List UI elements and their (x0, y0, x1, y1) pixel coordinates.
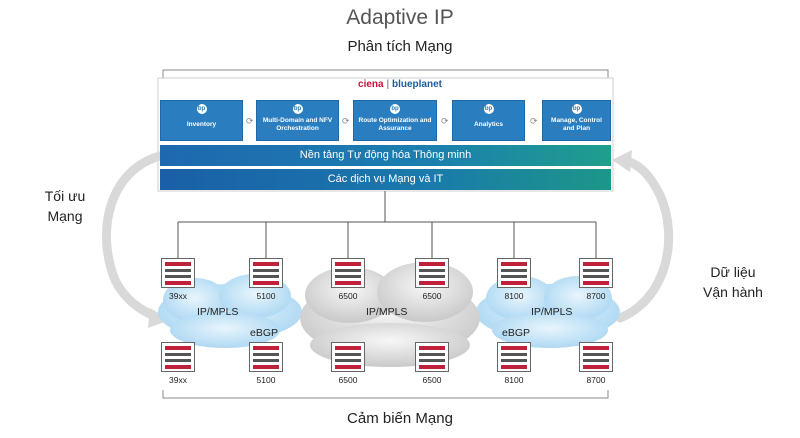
optimize-arrow (101, 151, 170, 328)
ciena-blueplanet-logo: ciena | blueplanet (358, 79, 442, 90)
router-label: 6500 (422, 291, 442, 301)
cloud-left-sublabel: eBGP (250, 327, 279, 339)
router-label: 39xx (169, 375, 187, 385)
cloud-center (300, 262, 480, 367)
cloud-right (476, 276, 620, 348)
router-label: 6500 (338, 375, 358, 385)
router-label: 5100 (256, 375, 276, 385)
router-icon (497, 342, 531, 372)
router-label: 8100 (504, 375, 524, 385)
blueplanet-icon: bp (292, 104, 303, 114)
router-icon (161, 258, 195, 288)
module-inventory: bp Inventory (160, 100, 243, 141)
blueplanet-icon: bp (196, 104, 207, 114)
router-label: 6500 (338, 291, 358, 301)
module-analytics: bp Analytics (452, 100, 525, 141)
sync-icon: ⟳ (441, 116, 449, 126)
sync-icon: ⟳ (342, 116, 350, 126)
blueplanet-icon: bp (571, 104, 582, 114)
bottom-caption: Cảm biến Mạng (347, 410, 453, 427)
sync-icon: ⟳ (246, 116, 254, 126)
router-icon (249, 342, 283, 372)
router-label: 6500 (422, 375, 442, 385)
module-manage-control-plan: bp Manage, Control and Plan (542, 100, 611, 141)
module-route-optimization: bp Route Optimization and Assurance (353, 100, 437, 141)
optimize-network-label: Tối ưu Mạng (30, 186, 100, 226)
router-label: 5100 (256, 291, 276, 301)
router-icon (161, 342, 195, 372)
router-icon (415, 342, 449, 372)
router-icon (579, 258, 613, 288)
telemetry-arrow (612, 150, 674, 323)
cloud-left (158, 274, 302, 348)
router-label: 39xx (169, 291, 187, 301)
cloud-center-label: IP/MPLS (366, 306, 408, 318)
blueplanet-icon: bp (390, 104, 400, 114)
cloud-right-sublabel: eBGP (502, 327, 531, 339)
network-it-services-band: Các dịch vụ Mạng và IT (160, 169, 611, 190)
router-icon (249, 258, 283, 288)
operations-data-label: Dữ liệu Vận hành (688, 262, 778, 302)
router-icon (579, 342, 613, 372)
router-label: 8100 (504, 291, 524, 301)
blueplanet-icon: bp (483, 104, 494, 114)
router-label: 8700 (586, 375, 606, 385)
router-icon (331, 258, 365, 288)
operations-label-line2: Vận hành (703, 284, 763, 300)
automation-platform-band: Nền tảng Tự động hóa Thông minh (160, 145, 611, 166)
router-icon (415, 258, 449, 288)
router-icon (331, 342, 365, 372)
top-caption: Phân tích Mạng (347, 38, 453, 55)
operations-label-line1: Dữ liệu (710, 264, 756, 280)
cloud-left-label: IP/MPLS (197, 306, 239, 318)
router-icon (497, 258, 531, 288)
sync-icon: ⟳ (530, 116, 538, 126)
optimize-label-line2: Mạng (47, 208, 83, 224)
module-orchestration: bp Multi-Domain and NFV Orchestration (256, 100, 339, 141)
diagram-title: Adaptive IP (346, 6, 454, 29)
router-label: 8700 (586, 291, 606, 301)
cloud-right-label: IP/MPLS (531, 306, 573, 318)
optimize-label-line1: Tối ưu (44, 188, 86, 204)
